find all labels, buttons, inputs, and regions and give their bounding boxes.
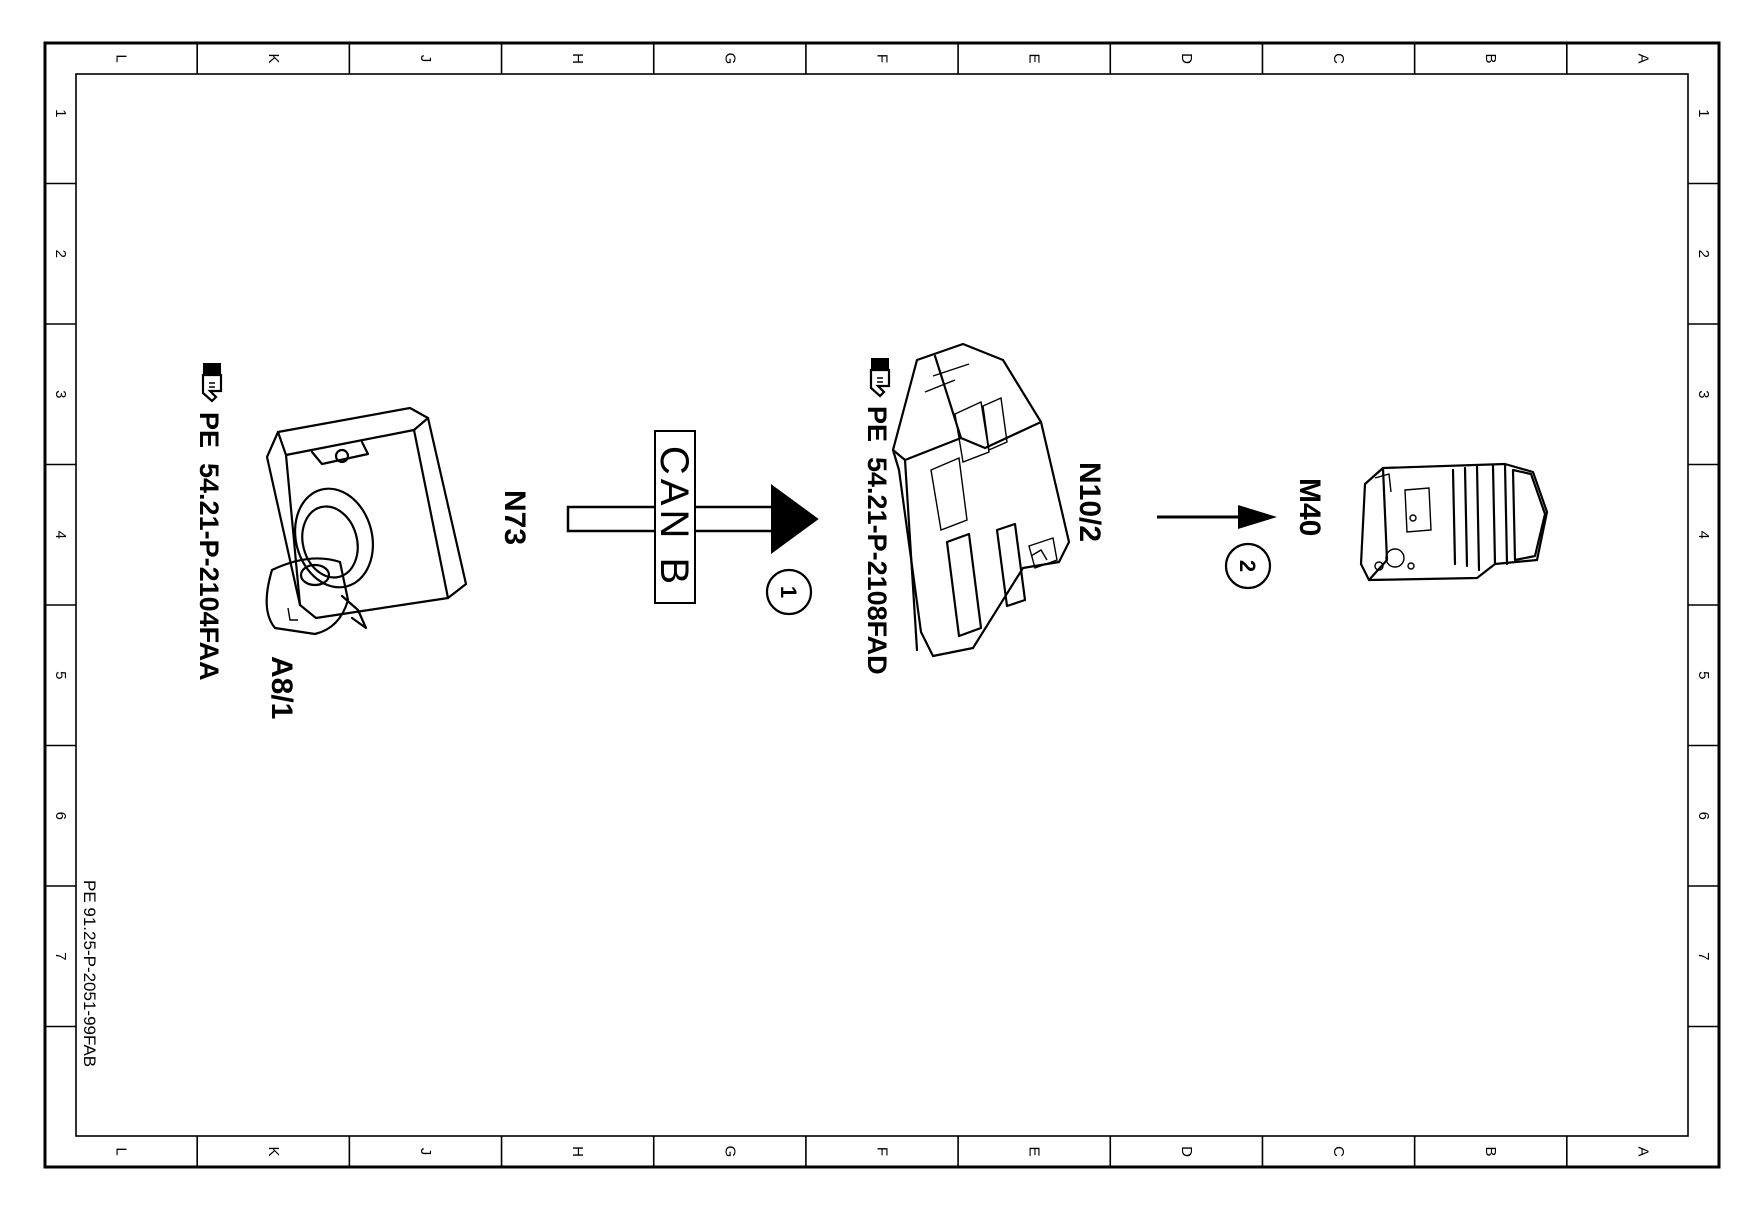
grid-col-label-top: C: [1330, 53, 1347, 64]
step-marker-1: 1: [765, 568, 813, 616]
grid-col-label-bottom: L: [113, 1147, 130, 1155]
grid-row-label-right: 5: [1695, 671, 1712, 679]
grid-row-label-right: 6: [1695, 812, 1712, 820]
grid-row-label-left: 1: [52, 109, 69, 117]
can-b-bus-label: CAN B: [652, 430, 696, 604]
grid-col-label-bottom: B: [1482, 1146, 1499, 1156]
grid-row-label-left: 5: [52, 671, 69, 679]
label-n10-2: N10/2: [1073, 462, 1106, 542]
grid-row-label-right: 1: [1695, 109, 1712, 117]
ignition-switch-icon: [265, 406, 468, 636]
grid-col-label-top: B: [1482, 53, 1499, 63]
pointing-hand-icon: [201, 363, 223, 403]
grid-row-label-right: 2: [1695, 250, 1712, 258]
grid-labels: L L K K J J H H G G F F E E D D C C B B A A 1 1 2 2 3 3 4 4 5 5 6 6 7 7: [52, 53, 1712, 1158]
grid-col-label-top: K: [265, 53, 282, 63]
grid-row-label-right: 4: [1695, 531, 1712, 539]
grid-col-label-bottom: D: [1178, 1146, 1195, 1157]
step-marker-2: 2: [1224, 542, 1272, 590]
grid-col-label-top: F: [874, 54, 891, 63]
sam-control-module-icon: [891, 342, 1071, 658]
grid-row-label-right: 7: [1695, 952, 1712, 960]
grid-col-label-top: G: [721, 53, 738, 65]
svg-text:1: 1: [776, 586, 801, 598]
reference-note-2: PE 54.21-P-2108FAD: [862, 358, 892, 675]
grid-row-label-right: 3: [1695, 390, 1712, 398]
svg-text:PE 54.21-P-2104FAA: PE 54.21-P-2104FAA: [194, 412, 224, 681]
label-a8-1: A8/1: [265, 656, 298, 719]
grid-col-label-top: D: [1178, 53, 1195, 64]
label-m40: M40: [1293, 478, 1326, 536]
grid-ticks: [45, 43, 1719, 1167]
grid-col-label-bottom: H: [569, 1146, 586, 1157]
grid-col-label-bottom: C: [1330, 1146, 1347, 1157]
grid-col-label-top: H: [569, 53, 586, 64]
grid-col-label-bottom: G: [721, 1146, 738, 1158]
svg-text:2: 2: [1235, 560, 1260, 572]
grid-col-label-top: A: [1634, 53, 1651, 63]
connection-arrow-2: [1157, 505, 1277, 529]
grid-row-label-left: 2: [52, 250, 69, 258]
svg-text:CAN B: CAN B: [652, 446, 696, 588]
grid-col-label-bottom: A: [1634, 1146, 1651, 1156]
grid-col-label-top: J: [417, 55, 434, 63]
grid-row-label-left: 3: [52, 390, 69, 398]
grid-col-label-bottom: J: [417, 1148, 434, 1156]
grid-col-label-bottom: F: [874, 1147, 891, 1156]
actuator-motor-icon: [1359, 462, 1549, 582]
grid-row-label-left: 4: [52, 531, 69, 539]
label-n73: N73: [498, 490, 531, 545]
pointing-hand-icon: [869, 358, 891, 398]
grid-row-label-left: 7: [52, 952, 69, 960]
reference-note-1: PE 54.21-P-2104FAA: [194, 363, 224, 681]
grid-row-label-left: 6: [52, 812, 69, 820]
grid-col-label-top: L: [113, 54, 130, 62]
grid-col-label-top: E: [1026, 53, 1043, 63]
svg-text:PE 54.21-P-2108FAD: PE 54.21-P-2108FAD: [862, 406, 892, 675]
document-code: PE 91.25-P-2051-99FAB: [80, 880, 99, 1067]
grid-col-label-bottom: E: [1026, 1146, 1043, 1156]
grid-col-label-bottom: K: [265, 1146, 282, 1156]
